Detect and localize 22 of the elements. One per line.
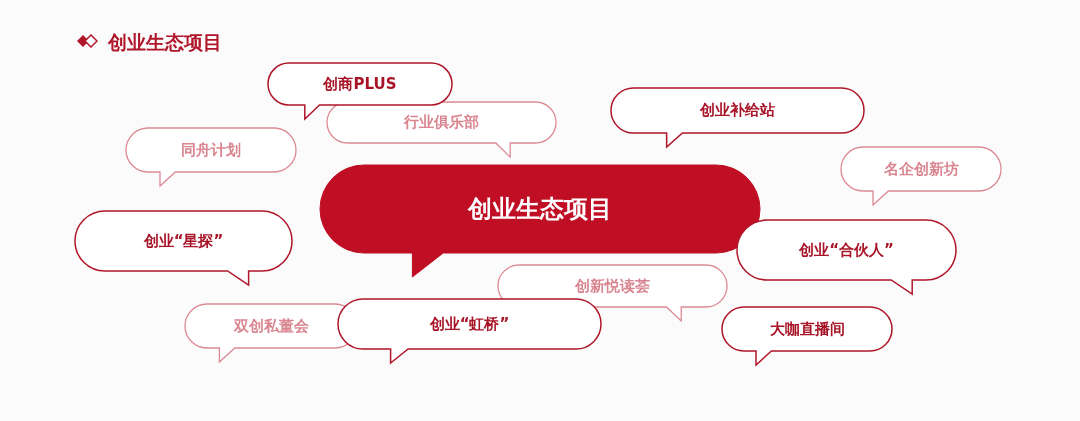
speech-bubble (338, 299, 601, 363)
bubble-text: 大咖直播间 (769, 319, 845, 339)
speech-bubble (327, 102, 556, 157)
bubble-text: 创商PLUS (323, 74, 397, 94)
speech-bubble (126, 128, 296, 186)
speech-bubble (841, 147, 1001, 205)
bubble-text: 行业俱乐部 (404, 113, 479, 132)
bubble-text: 创业“合伙人” (799, 240, 894, 260)
bubble-text: 名企创新坊 (883, 159, 959, 179)
speech-bubble (737, 220, 956, 294)
bubble-text: 同舟计划 (181, 140, 241, 160)
speech-bubble (611, 88, 864, 147)
bubble-text: 创业补给站 (700, 101, 775, 120)
bubble-text: 双创私董会 (233, 316, 309, 336)
title: 创业生态项目 (108, 30, 222, 54)
bubble-text: 创业生态项目 (468, 194, 612, 225)
speech-bubble (722, 307, 892, 365)
bubble-text: 创业“星探” (143, 231, 224, 251)
speech-bubble (75, 211, 292, 285)
bubble-text: 创业“虹桥” (429, 314, 510, 334)
speech-bubble (320, 165, 760, 277)
bubble-text: 创新悦读荟 (575, 276, 650, 296)
